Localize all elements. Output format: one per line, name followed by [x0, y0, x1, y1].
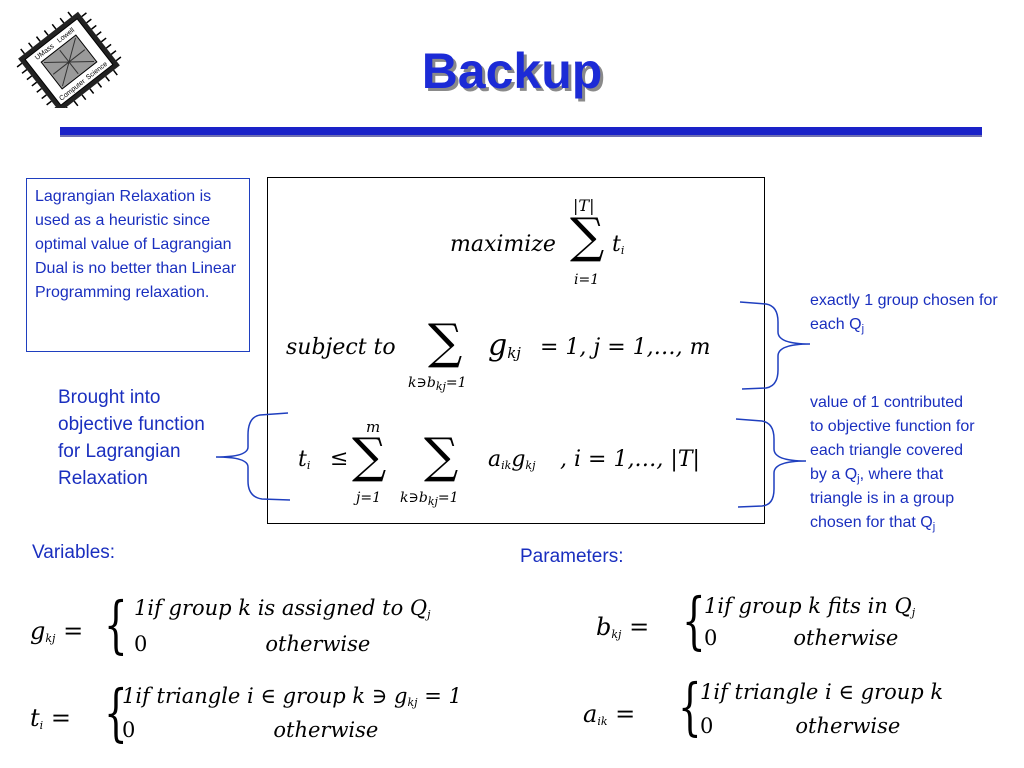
right-bottom-line: triangle is in a group [810, 490, 955, 507]
lagrangian-note-box: Lagrangian Relaxation is used as a heuri… [26, 178, 250, 352]
a-definition-lhs: aik = [583, 700, 636, 728]
right-bottom-line: chosen for that Qj [810, 514, 936, 533]
t-definition-brace: { [104, 676, 128, 749]
right-top-annotation: exactly 1 group chosen for each Qj [810, 292, 998, 335]
objective-word: maximize [450, 232, 556, 257]
subject-to-label: subject to [286, 335, 396, 360]
objective-term: ti [612, 232, 625, 257]
left-brace [215, 412, 291, 501]
constraint2-sum1-symbol: ∑ [352, 428, 387, 484]
constraint2-lhs: ti [298, 447, 311, 472]
constraint2-rhs: , i = 1,…, |T| [560, 447, 700, 472]
right-brace-bottom [735, 418, 807, 508]
right-bottom-line: to objective function for [810, 418, 975, 435]
g-definition-case1: 1if group k is assigned to Qj [134, 596, 431, 621]
constraint2-leq: ≤ [330, 446, 349, 471]
left-annotation-line: Relaxation [58, 468, 148, 489]
title-divider [60, 127, 982, 137]
constraint1-lower-limit: k∋bkj=1 [408, 375, 467, 393]
right-bottom-line: each triangle covered [810, 442, 963, 459]
b-definition-brace: { [682, 584, 706, 657]
constraint2-sum1-upper: m [366, 418, 381, 436]
constraint2-sum2-symbol: ∑ [424, 428, 459, 484]
left-annotation: Brought into objective function for Lagr… [58, 384, 205, 492]
objective-upper-limit: |T| [573, 196, 595, 215]
objective-lower-limit: i=1 [574, 272, 600, 288]
b-definition-case1: 1if group k fits in Qj [704, 594, 916, 619]
b-definition-lhs: bkj = [596, 613, 650, 641]
constraint1-rhs: = 1, j = 1,…, m [540, 335, 711, 360]
objective-sum-symbol: ∑ [570, 208, 605, 264]
umass-lowell-cs-logo: UMass Lowell Computer Science [16, 11, 122, 108]
parameters-label: Parameters: [520, 546, 624, 567]
constraint2-sum2-lower: k∋bkj=1 [400, 490, 459, 508]
t-definition-case1: 1if triangle i ∈ group k ∋ gkj = 1 [122, 684, 462, 709]
a-definition-brace: { [678, 670, 702, 743]
formula-frame [267, 177, 765, 524]
left-annotation-line: objective function [58, 414, 205, 435]
left-annotation-line: for Lagrangian [58, 441, 181, 462]
right-bottom-line: value of 1 contributed [810, 394, 963, 411]
variables-label: Variables: [32, 542, 116, 563]
t-definition-lhs: ti = [30, 704, 71, 732]
constraint2-term: aikgkj [488, 447, 536, 472]
constraint2-sum1-lower: j=1 [356, 490, 381, 506]
slide-title: Backup [421, 43, 603, 99]
a-definition-case1: 1if triangle i ∈ group k [700, 680, 944, 704]
left-annotation-line: Brought into [58, 387, 161, 408]
right-bottom-line: by a Qj, where that [810, 466, 944, 485]
g-definition-lhs: gkj = [30, 617, 84, 645]
constraint1-sum-symbol: ∑ [428, 314, 463, 370]
constraint1-g: gkj [488, 328, 521, 363]
g-definition-brace: { [104, 588, 128, 661]
right-bottom-annotation: value of 1 contributed to objective func… [810, 391, 1024, 535]
right-brace-top [739, 301, 811, 390]
